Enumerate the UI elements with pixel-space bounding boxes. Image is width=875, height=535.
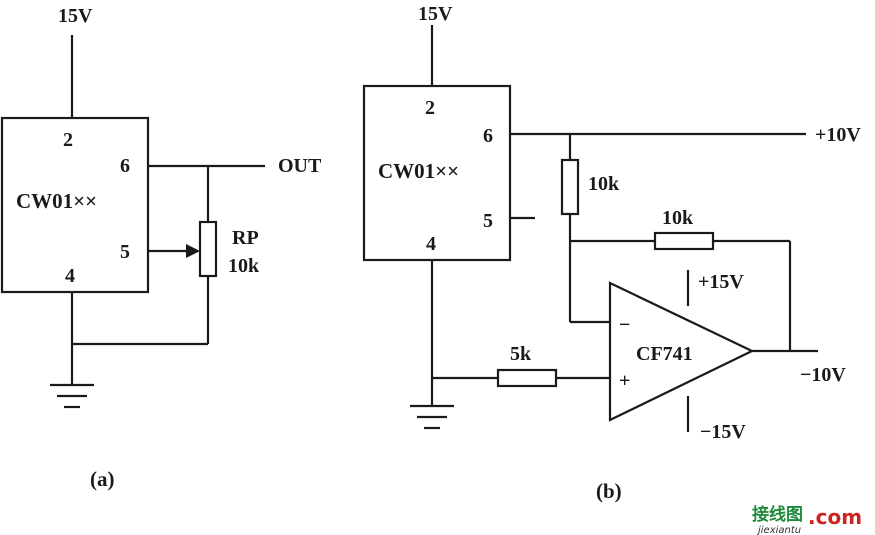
a-pin5: 5 [120,241,130,263]
b-vpos-label: +15V [698,271,744,293]
a-pot-value: 10k [228,255,260,277]
a-out-label: OUT [278,155,322,177]
a-pin2: 2 [63,129,73,151]
b-opamp-minus: − [619,314,630,336]
b-rfb-body [653,231,715,251]
watermark-en: jiexiantu [756,525,801,535]
a-wiper-arrow [186,244,200,258]
b-pin6: 6 [483,125,493,147]
a-chip-label: CW01×× [16,189,97,213]
a-pot-body [198,220,218,278]
b-pin2: 2 [425,97,435,119]
a-chip-box [0,116,150,294]
a-pot-name: RP [232,227,259,249]
circuit-a: 15V 2 6 CW01×× 5 4 OUT RP 10k (a) [0,5,322,491]
b-rin-label: 5k [510,343,532,365]
b-rfb-label: 10k [662,207,694,229]
b-rtop-body [560,158,580,216]
watermark-dotcom: .com [808,505,862,529]
b-opamp-body [608,281,755,422]
b-vneg-label: −15V [700,421,746,443]
b-supply-label: 15V [418,3,453,25]
a-supply-label: 15V [58,5,93,27]
a-pin6: 6 [120,155,130,177]
b-chip-box [362,84,512,262]
b-output-label: −10V [800,364,846,386]
b-rtop-label: 10k [588,173,620,195]
b-pin4: 4 [426,233,436,255]
b-ground-icon [410,404,454,430]
watermark: 接线图 .com jiexiantu [752,504,862,535]
a-ground-icon [50,383,94,409]
b-rin-body [496,368,558,388]
b-opamp-label: CF741 [636,343,693,365]
circuit-b: 15V 2 6 CW01×× 5 4 +10V 10k 10k − + CF74… [362,3,861,503]
b-caption: (b) [596,479,622,503]
b-opamp-plus: + [619,370,630,392]
a-pin4: 4 [65,265,75,287]
b-plus10-label: +10V [815,124,861,146]
a-caption: (a) [90,467,115,491]
b-chip-label: CW01×× [378,159,459,183]
b-pin5: 5 [483,210,493,232]
watermark-cn: 接线图 [752,504,803,525]
